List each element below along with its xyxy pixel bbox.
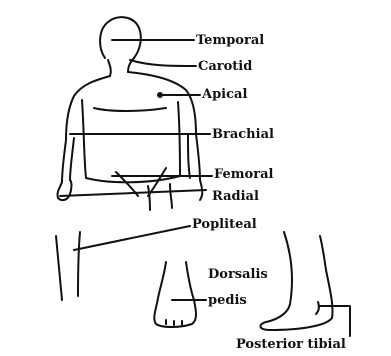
label-pedis: pedis xyxy=(208,294,247,307)
label-popliteal: Popliteal xyxy=(192,218,257,231)
upper-leg-right xyxy=(170,184,172,208)
head-outline xyxy=(100,17,141,72)
toes xyxy=(166,320,182,325)
shin-back xyxy=(186,262,194,300)
leader-carotid xyxy=(130,60,196,66)
label-femoral: Femoral xyxy=(214,168,273,181)
label-temporal: Temporal xyxy=(196,34,264,47)
shin-front xyxy=(154,262,196,327)
right-shoulder-outline xyxy=(128,72,196,134)
chest-line xyxy=(94,108,166,111)
label-posterior-tibial: Posterior tibial xyxy=(236,338,346,351)
leader-popliteal xyxy=(74,226,190,250)
label-brachial: Brachial xyxy=(212,128,274,141)
lower-leg-left-inner xyxy=(78,232,80,296)
label-apical: Apical xyxy=(202,88,247,101)
torso-left-side xyxy=(82,100,86,178)
left-arm-outline xyxy=(57,140,66,198)
label-radial: Radial xyxy=(212,190,259,203)
left-shoulder-outline xyxy=(66,76,110,140)
leader-posterior-tibial xyxy=(320,306,350,336)
apical-marker xyxy=(157,92,163,98)
right-arm-inner xyxy=(188,134,190,178)
left-hand-outline xyxy=(58,180,72,200)
lower-leg-left-outer xyxy=(56,236,62,300)
upper-leg-left xyxy=(148,186,150,210)
torso-right-side xyxy=(178,102,180,176)
label-dorsalis: Dorsalis xyxy=(208,268,268,281)
ankle-mark xyxy=(316,302,319,314)
left-arm-inner xyxy=(70,138,74,180)
calf-back xyxy=(260,232,332,330)
neck-outline xyxy=(108,60,111,76)
label-carotid: Carotid xyxy=(198,60,252,73)
